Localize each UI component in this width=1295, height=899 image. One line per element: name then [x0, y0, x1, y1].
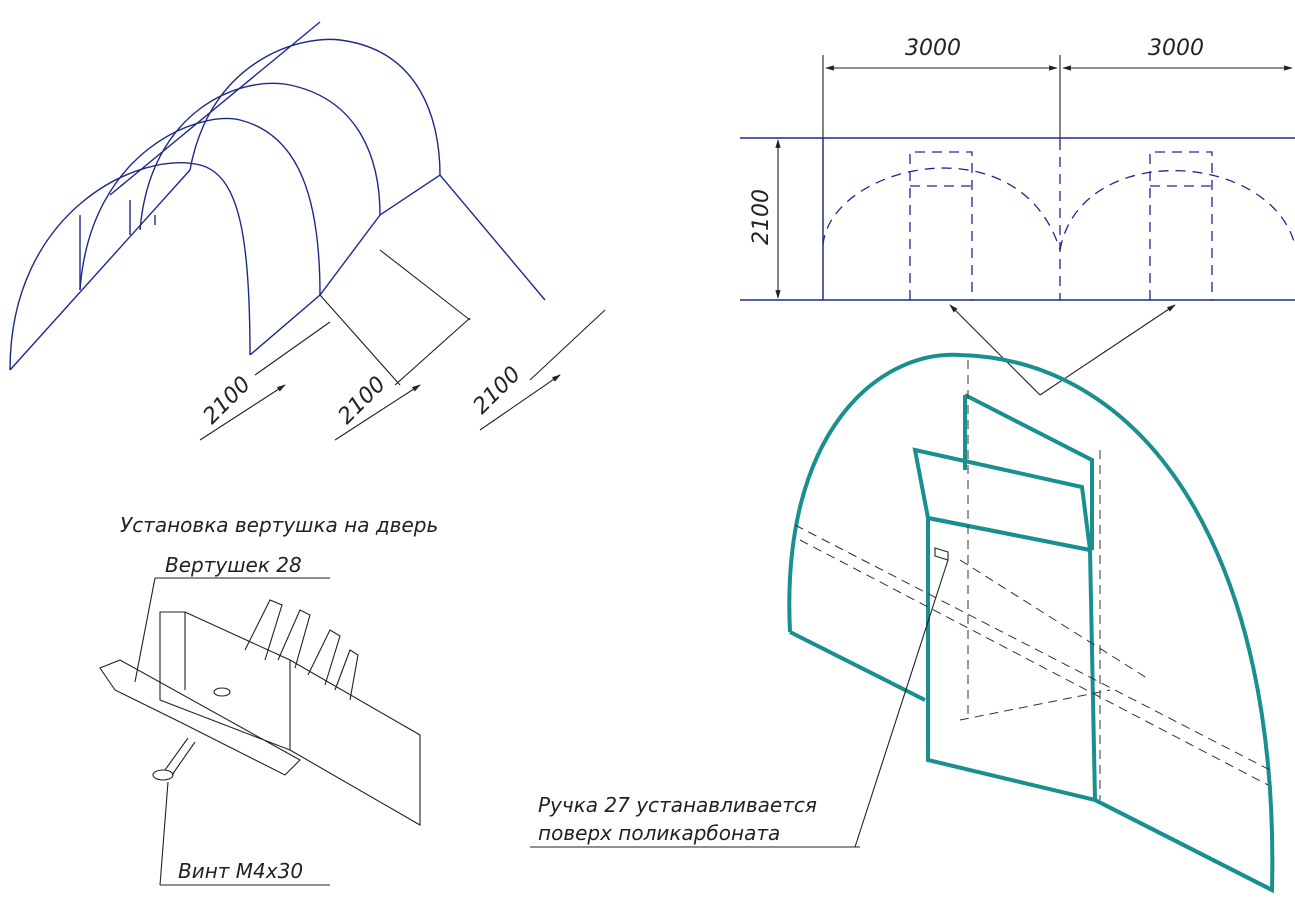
wooden-bar: [289, 659, 421, 826]
vent-window: [912, 447, 1093, 553]
screw-head: [152, 769, 174, 781]
end-wall-base-right: [1094, 798, 1273, 892]
dashed-arch-1: [822, 167, 1061, 251]
width-dim-1: 3000: [905, 36, 961, 61]
leader-arrow-1: [949, 304, 1041, 396]
iso-dim-3: 2100: [469, 362, 526, 419]
door-handle: [934, 547, 949, 561]
dim-line-1: [199, 384, 286, 441]
arch-2: [79, 117, 321, 296]
base-lower: [319, 249, 471, 386]
door-front: [79, 200, 156, 290]
dashed-door-2: [1149, 151, 1213, 300]
spring-clips: [244, 599, 359, 701]
arch-4: [189, 38, 441, 176]
end-wall-base: [789, 630, 926, 702]
dim-line-2: [334, 384, 421, 441]
screw-head-top: [213, 687, 231, 697]
iso-dim-2: 2100: [334, 372, 391, 429]
arch-1: [9, 162, 251, 371]
end-wall-outline: [787, 352, 1275, 894]
turn-handle: [99, 659, 301, 776]
door-panel: [926, 515, 1098, 803]
handle-leader: [854, 559, 949, 848]
height-dim: 2100: [749, 189, 774, 245]
screw-label: Винт М4х30: [178, 859, 303, 883]
isometric-greenhouse-view: 2100 2100 2100: [9, 21, 606, 441]
dashed-door-1: [909, 151, 973, 300]
top-panel: [964, 393, 1094, 550]
width-dim-2: 3000: [1148, 36, 1204, 61]
dashed-arch-2: [1059, 170, 1295, 251]
hidden-lines: [794, 360, 1271, 800]
base-steps: [249, 174, 546, 356]
screw-leader: [159, 781, 169, 886]
ridge-line: [109, 21, 321, 196]
dim-line-3: [479, 374, 561, 431]
latch-part-label: Вертушек 28: [165, 553, 302, 577]
base-line-left: [9, 169, 191, 371]
top-view: 3000 3000 2100: [740, 36, 1295, 396]
iso-dim-1: 2100: [199, 372, 256, 429]
top-ext-lines: [740, 55, 1061, 301]
door-rail: [159, 611, 291, 751]
leader-arrow-2: [1039, 304, 1176, 396]
screw: [164, 737, 196, 776]
dim-ext: [254, 309, 606, 386]
latch-part-leader: [134, 577, 156, 683]
latch-title: Установка вертушка на дверь: [120, 513, 438, 537]
end-wall-view: Ручка 27 устанавливается поверх поликарб…: [530, 352, 1275, 894]
handle-note-line2: поверх поликарбоната: [538, 821, 780, 845]
arch-3: [139, 82, 381, 231]
latch-detail: Установка вертушка на дверь Вертушек 28 …: [99, 513, 438, 886]
handle-note-line1: Ручка 27 устанавливается: [538, 793, 817, 817]
